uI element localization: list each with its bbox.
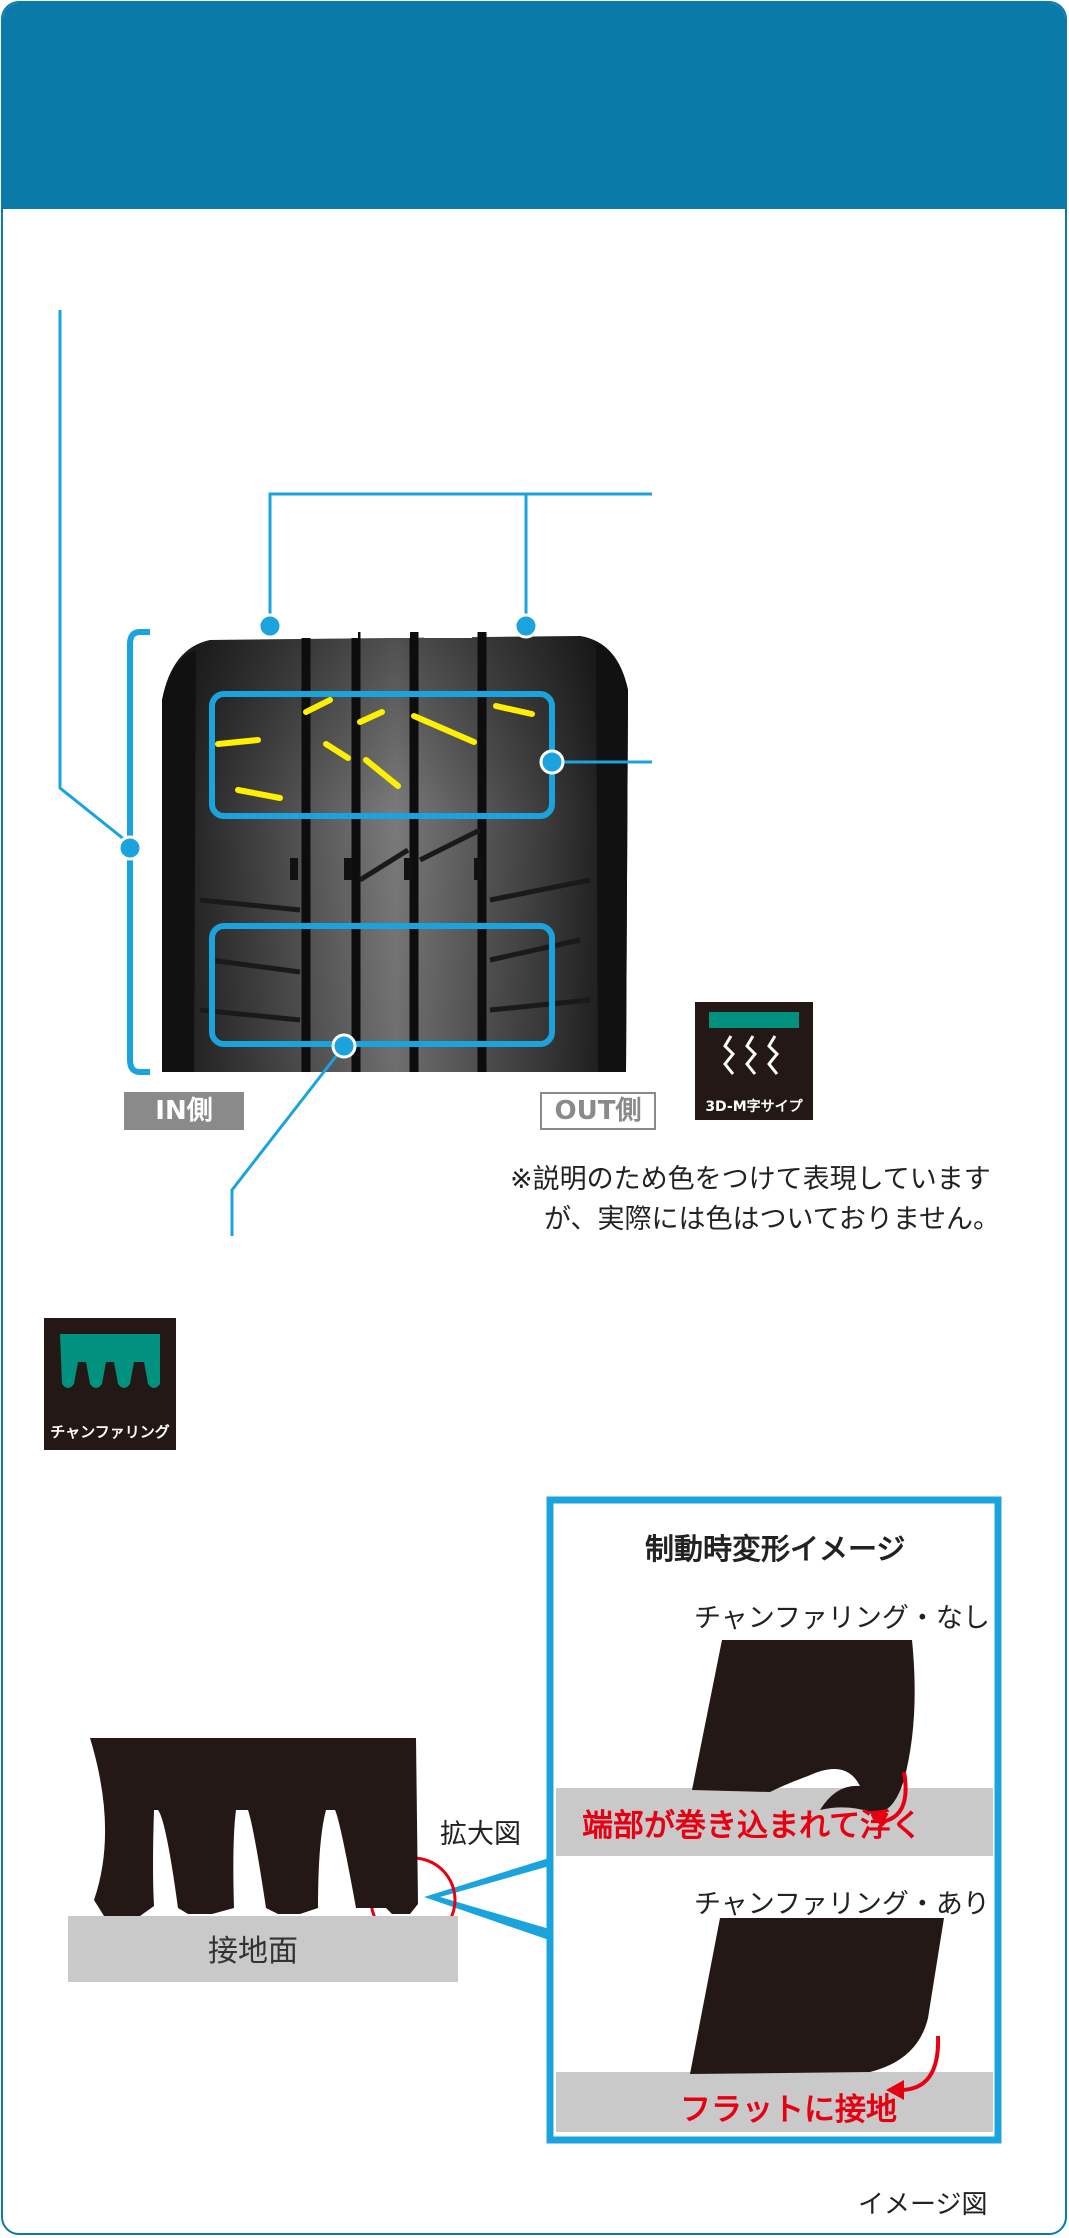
without-chamfer-label: チャンファリング・なし	[694, 1603, 990, 1634]
card-header	[3, 3, 1065, 209]
without-chamfer-result: 端部が巻き込まれて浮く	[582, 1808, 923, 1844]
deform-with-illustration	[556, 1918, 993, 2132]
sipe-badge-caption: 3D-M字サイプ	[705, 1099, 803, 1115]
in-side-label: IN側	[124, 1092, 244, 1130]
disclaimer-line-1: ※説明のため色をつけて表現しています	[510, 1164, 991, 1195]
image-note: イメージ図	[858, 2190, 988, 2220]
color-disclaimer: ※説明のため色をつけて表現しています が、実際には色はついておりません。	[510, 1160, 1050, 1240]
deformation-title: 制動時変形イメージ	[645, 1532, 906, 1566]
tire-tread	[162, 628, 628, 1072]
chamfer-badge: チャンファリング	[44, 1318, 176, 1450]
out-side-label: OUT側	[540, 1092, 656, 1130]
chamfer-block-icon	[60, 1334, 160, 1388]
callout-lines	[58, 310, 652, 1236]
chamfer-area-frame	[209, 923, 555, 1047]
chamfer-badge-caption: チャンファリング	[50, 1423, 170, 1441]
sipe-badge: 3D-M字サイプ	[695, 1002, 813, 1120]
with-chamfer-label: チャンファリング・あり	[694, 1889, 990, 1920]
ground-label: 接地面	[208, 1934, 298, 1969]
zoom-connector	[424, 1858, 553, 1940]
sipe-wave-icon	[709, 1012, 799, 1075]
sipe-highlights	[215, 697, 535, 801]
disclaimer-line-2: が、実際には色はついておりません。	[544, 1204, 1001, 1235]
tread-block-illustration	[68, 1738, 458, 1982]
deform-without-illustration	[556, 1640, 993, 1856]
zoom-label: 拡大図	[440, 1819, 521, 1850]
with-chamfer-result: フラットに接地	[680, 2092, 897, 2128]
callout-dots	[117, 613, 565, 1059]
